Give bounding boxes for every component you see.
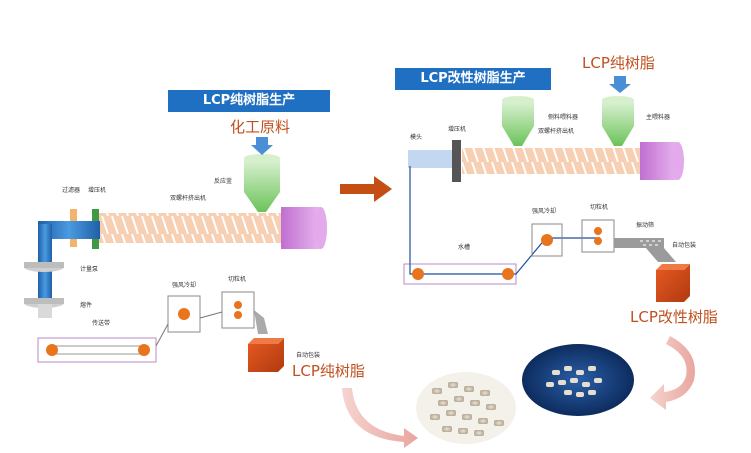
right-extruder-label: 双螺杆挤出机	[538, 128, 575, 135]
right-pelletizer-label: 切粒机	[590, 204, 609, 211]
right-motor	[640, 142, 684, 180]
left-cooling	[155, 295, 201, 347]
right-side-hopper	[502, 96, 534, 146]
pure-resin-input-label: LCP纯树脂	[582, 54, 655, 72]
left-extruder-label: 双螺杆挤出机	[170, 195, 207, 202]
right-die	[408, 150, 452, 168]
meter-pump-label: 计量泵	[80, 266, 99, 273]
right-water-tank	[403, 166, 600, 285]
right-pressure	[452, 140, 461, 182]
left-pelletizer	[199, 291, 268, 334]
water-tank-label: 水槽	[458, 244, 471, 251]
die-label: 模头	[410, 134, 423, 141]
right-cooling-label: 强风冷却	[532, 208, 557, 215]
vibrating-label: 振动筛	[636, 222, 655, 229]
center-arrow	[340, 176, 392, 202]
left-melt-plate	[24, 298, 64, 318]
left-motor	[281, 207, 327, 249]
right-vibrating	[614, 238, 676, 262]
right-pressure-label: 增压机	[448, 126, 467, 133]
right-extruder-barrel	[462, 148, 644, 174]
right-curve-arrow	[650, 336, 695, 410]
melt-label: 熔件	[80, 302, 93, 309]
conveyor-label: 传送带	[92, 320, 111, 327]
right-product-label: LCP改性树脂	[630, 308, 718, 326]
right-packing-label: 自动包装	[672, 242, 697, 249]
right-banner: LCP改性树脂生产	[395, 68, 551, 90]
left-feed-arrow	[251, 137, 273, 155]
left-cooling-label: 强风冷却	[172, 282, 197, 289]
left-packing-label: 自动包装	[296, 352, 321, 359]
left-banner: LCP纯树脂生产	[168, 90, 330, 112]
right-pellet-image	[522, 344, 634, 416]
left-packing-box	[248, 338, 284, 372]
left-hopper	[244, 154, 280, 212]
left-pellet-image	[416, 372, 516, 444]
left-pressure-label: 增压机	[88, 187, 107, 194]
side-feeder-label: 侧料喂料器	[548, 114, 579, 121]
right-feed-arrow	[609, 76, 631, 93]
left-product-label: LCP纯树脂	[292, 362, 365, 380]
reactor-label: 反应釜	[214, 178, 233, 185]
left-curve-arrow	[342, 388, 418, 448]
left-pelletizer-label: 切粒机	[228, 276, 247, 283]
left-extruder-barrel	[95, 213, 285, 243]
right-packing-box	[656, 264, 690, 302]
filter-label: 过滤器	[62, 187, 81, 194]
main-feeder-label: 主喂料器	[646, 114, 671, 121]
left-meter-pump	[24, 262, 64, 272]
raw-material-label: 化工原料	[230, 118, 291, 136]
left-conveyor	[37, 337, 157, 363]
right-pelletizer	[581, 219, 615, 253]
right-cooling	[531, 223, 563, 257]
right-main-hopper	[602, 96, 634, 146]
